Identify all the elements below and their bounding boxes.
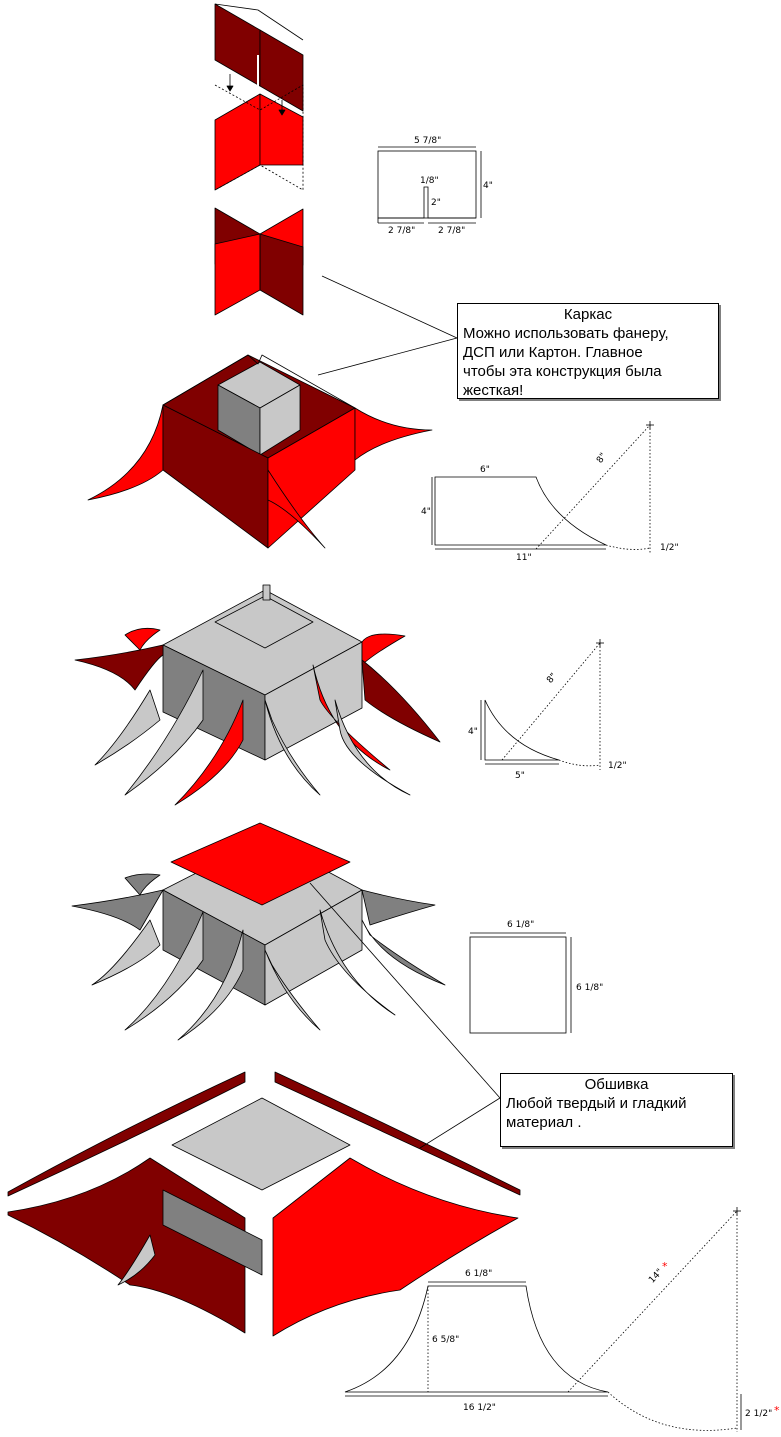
dim-side-top: 6" [480,465,490,475]
step6-skin-panels [7,1071,521,1337]
dim-plate-width: 5 7/8" [414,136,441,146]
dim-skin-top: 6 1/8" [465,1269,492,1279]
step2-crossed-plates [214,207,304,316]
skin-panel-drawing: 6 1/8" 6 5/8" 16 1/2" 14" * 2 1/2" * [344,1207,780,1432]
step5-top-square [71,822,446,1041]
step3-frame [87,354,433,549]
dim-side-radius: 8" [595,452,609,466]
plate-drawing: 5 7/8" 4" 1/8" 2" 2 7/8" 2 7/8" [377,136,493,236]
dim-side-height: 4" [421,507,431,517]
dim-skin-bottom: 16 1/2" [463,1403,496,1413]
callout-skin-title: Обшивка [584,1076,649,1093]
dim-skin-height: 6 5/8" [432,1335,459,1345]
dim-plate-right-half: 2 7/8" [438,226,465,236]
dim-square-width: 6 1/8" [507,920,534,930]
top-square-drawing: 6 1/8" 6 1/8" [469,920,603,1034]
dim-plate-slot-width: 1/8" [420,176,439,186]
dim-skin-radius-marker: * [662,1260,668,1273]
dim-plate-height: 4" [483,181,493,191]
dim-plate-slot-depth: 2" [431,198,441,208]
step4-frame-fins [74,584,441,806]
dim-fin-radius: 8" [545,672,559,686]
dim-skin-drop: 2 1/2" [745,1409,772,1419]
dim-side-bottom: 11" [516,553,532,563]
corner-fin-drawing: 4" 5" 8" 1/2" [468,639,627,781]
dim-skin-drop-marker: * [774,1404,780,1417]
dim-plate-left-half: 2 7/8" [388,226,415,236]
side-panel-drawing: 6" 4" 11" 8" 1/2" [421,421,679,563]
dim-fin-height: 4" [468,727,478,737]
dim-square-height: 6 1/8" [576,983,603,993]
callout-skin: Обшивка Любой твердый и гладкий материал… [500,1073,733,1147]
callout-frame-title: Каркас [563,306,613,323]
callout-frame-body: Можно использовать фанеру, ДСП или Карто… [463,325,669,399]
callout-leaders [309,275,501,1149]
dim-fin-bottom: 5" [515,771,525,781]
step1-slotted-plates [214,3,304,191]
dim-fin-drop: 1/2" [608,761,627,771]
dim-side-drop: 1/2" [660,543,679,553]
callout-skin-body: Любой твердый и гладкий материал . [506,1095,687,1131]
callout-frame: Каркас Можно использовать фанеру, ДСП ил… [457,303,719,399]
